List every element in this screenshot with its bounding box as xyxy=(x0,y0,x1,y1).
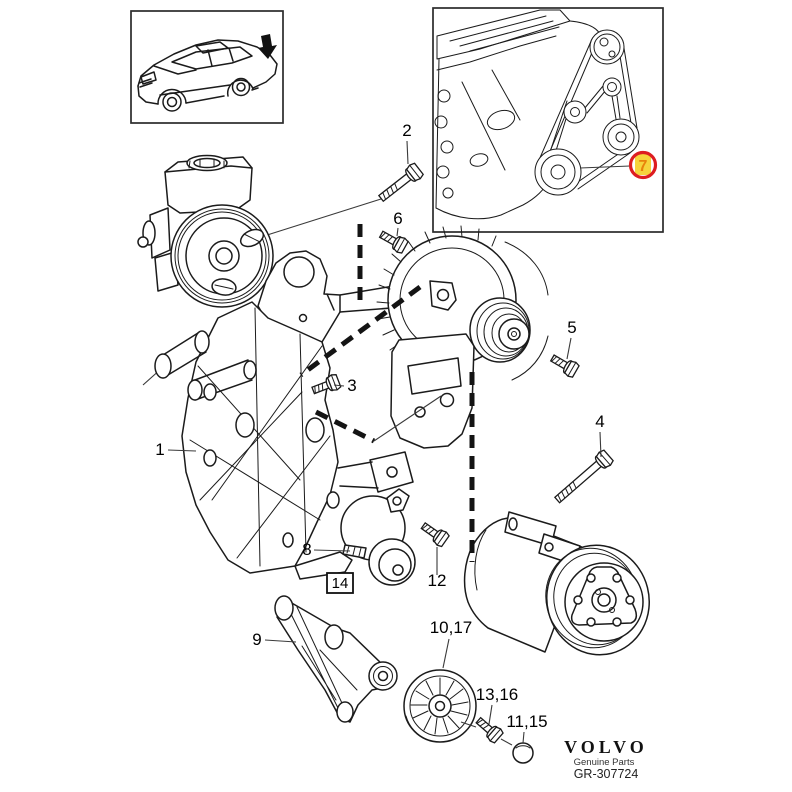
callout-7-highlight xyxy=(635,154,651,175)
car-thumbnail xyxy=(130,10,284,124)
engine-box-frame xyxy=(432,7,664,233)
callout-4[interactable]: 4 xyxy=(595,412,604,431)
assembly-guide-lines xyxy=(299,224,475,562)
idler-spokes xyxy=(410,677,469,735)
callout-11-15[interactable]: 11,15 xyxy=(506,712,547,731)
bolt-13-16 xyxy=(472,713,505,745)
belt-and-pulleys xyxy=(534,29,640,196)
power-steering-pump xyxy=(137,154,274,308)
bolt-2 xyxy=(375,161,425,206)
callout-6[interactable]: 6 xyxy=(393,209,402,228)
callout-7[interactable]: 7 xyxy=(639,158,648,175)
alternator xyxy=(376,225,549,449)
bolt-2-leader-a xyxy=(263,198,382,237)
bracket-pulley xyxy=(368,661,398,691)
bolt-6 xyxy=(376,226,410,256)
callout-10-17[interactable]: 10,17 xyxy=(430,618,473,637)
belt-tensioner xyxy=(340,488,416,586)
callout-14-boxed[interactable]: 14 xyxy=(326,572,354,594)
bracket-bushings xyxy=(154,330,257,401)
callout-1[interactable]: 1 xyxy=(155,440,164,459)
callout-12[interactable]: 12 xyxy=(428,571,447,590)
callout-labels: 1 2 3 4 5 6 8 9 10,17 11,15 12 13,16 14 xyxy=(155,121,605,744)
compressor-clutch xyxy=(545,544,650,656)
callout-5[interactable]: 5 xyxy=(567,318,576,337)
callout-13-16[interactable]: 13,16 xyxy=(476,685,519,704)
location-arrow-icon xyxy=(258,34,277,59)
pump-pulley xyxy=(170,204,274,308)
car-outline-icon xyxy=(137,39,278,112)
bolt-4 xyxy=(550,448,615,508)
drawing-number: GR-307724 xyxy=(574,767,639,781)
genuine-parts-label: Genuine Parts xyxy=(574,757,635,768)
bracket-boss xyxy=(337,451,414,493)
volvo-logo-text: VOLVO xyxy=(564,737,648,757)
ac-compressor xyxy=(463,511,650,656)
callout-8[interactable]: 8 xyxy=(302,540,311,559)
tensioner-bracket xyxy=(274,595,398,723)
engine-inset: 7 xyxy=(432,7,664,233)
idler-pulley xyxy=(403,669,477,743)
highlighted-callout-7[interactable]: 7 xyxy=(628,150,658,180)
bolt-5 xyxy=(547,350,581,380)
callout-9[interactable]: 9 xyxy=(252,630,261,649)
callout-3[interactable]: 3 xyxy=(347,376,356,395)
alternator-pulley xyxy=(469,297,531,363)
callout-14[interactable]: 14 xyxy=(332,575,349,592)
bracket-holes xyxy=(203,383,340,548)
bolt-12 xyxy=(418,518,451,549)
callout-2[interactable]: 2 xyxy=(402,121,411,140)
cap-nut-11-15 xyxy=(460,721,534,764)
callout-7-ring xyxy=(628,150,658,180)
volvo-branding: VOLVO Genuine Parts GR-307724 xyxy=(564,737,648,781)
callout-7-leader xyxy=(579,165,631,169)
